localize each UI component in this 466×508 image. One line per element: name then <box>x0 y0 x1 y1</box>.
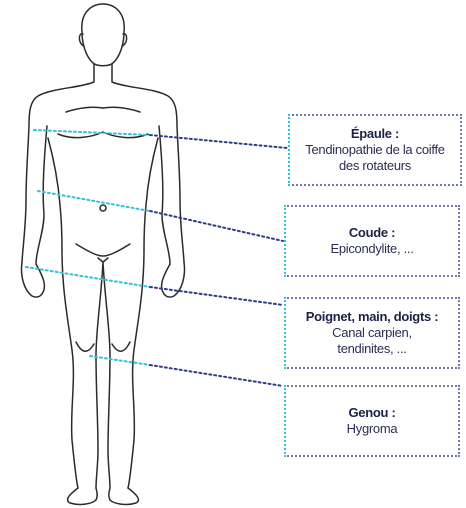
torso-side-right <box>144 138 158 250</box>
callout-wrist-title: Poignet, main, doigts : <box>306 309 439 325</box>
callout-shoulder-title: Épaule : <box>351 126 399 142</box>
foot-right <box>109 488 139 504</box>
leader-elbow-b <box>150 211 283 241</box>
collar-right <box>103 107 140 112</box>
navel <box>100 205 106 211</box>
leader-knee-b <box>150 365 283 386</box>
callout-knee-line-1: Hygroma <box>347 421 398 437</box>
foot-left <box>68 488 98 504</box>
callout-elbow-title: Coude : <box>349 225 395 241</box>
callout-knee: Genou : Hygroma <box>284 385 460 457</box>
leader-elbow-a <box>38 191 150 211</box>
collar-left <box>66 107 103 112</box>
leg-inner <box>96 262 110 488</box>
callout-shoulder-line-1: Tendinopathie de la coiffe <box>305 142 444 158</box>
callout-elbow: Coude : Epicondylite, ... <box>284 205 460 277</box>
torso-outline <box>22 64 184 262</box>
leader-shoulder-b <box>150 135 287 148</box>
knee-right <box>112 342 130 351</box>
leader-wrist-b <box>150 287 283 305</box>
inner-arm-right <box>159 126 170 264</box>
groin-line <box>76 244 130 256</box>
callout-wrist-line-2: tendinites, ... <box>337 341 406 357</box>
inner-arm-left <box>36 126 47 264</box>
callout-shoulder-line-2: des rotateurs <box>339 158 411 174</box>
callout-elbow-line-1: Epicondylite, ... <box>330 241 413 257</box>
callout-wrist: Poignet, main, doigts : Canal carpien, t… <box>284 297 460 369</box>
head-outline <box>82 4 124 66</box>
callout-knee-title: Genou : <box>348 405 395 421</box>
callout-shoulder: Épaule : Tendinopathie de la coiffe des … <box>288 114 462 186</box>
leader-knee-a <box>90 356 150 365</box>
leader-shoulder-a <box>34 130 150 135</box>
leg-left-outer <box>62 250 78 488</box>
callout-wrist-line-1: Canal carpien, <box>332 325 412 341</box>
knee-left <box>76 342 94 351</box>
